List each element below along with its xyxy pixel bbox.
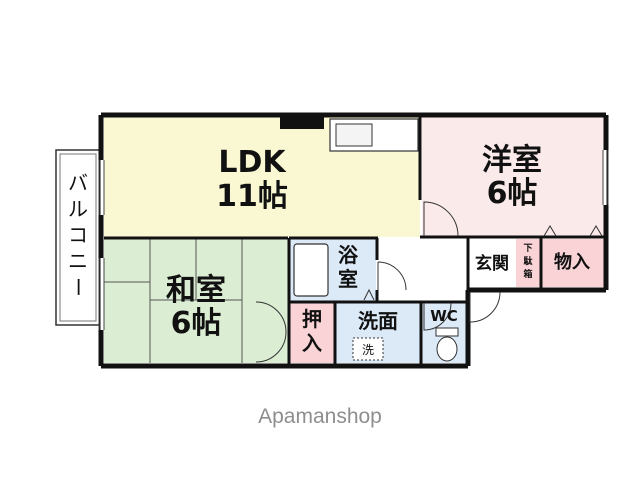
oshiire-label-2: 入 <box>302 331 322 355</box>
washing-machine-label: 洗 <box>362 343 374 357</box>
bath-label-2: 室 <box>338 267 358 291</box>
balcony-char-4: ニ <box>68 249 88 273</box>
bathtub <box>293 243 329 297</box>
balcony <box>55 149 101 326</box>
windows <box>100 150 607 330</box>
western-size: 6帖 <box>487 176 538 211</box>
storage-name: 物入 <box>554 251 590 273</box>
door-swings <box>255 201 603 363</box>
balcony-label: バ ル コ ニ ー <box>66 171 90 297</box>
entrance-name: 玄関 <box>475 253 509 274</box>
shoebox-label-3: 箱 <box>523 268 532 280</box>
balcony-char-3: コ <box>68 223 88 247</box>
toilet <box>435 327 459 362</box>
oshiire-closet <box>290 303 334 363</box>
balcony-char-1: バ <box>68 171 88 195</box>
shoebox-label-2: 駄 <box>523 255 533 267</box>
western-name: 洋室 <box>482 143 542 178</box>
japanese-size: 6帖 <box>171 306 222 341</box>
range-hood <box>280 117 324 129</box>
japanese-name: 和室 <box>166 273 226 308</box>
kitchen-sink <box>335 123 373 147</box>
ldk-name: LDK <box>218 145 287 180</box>
bath-label-1: 浴 <box>338 243 359 267</box>
ldk-size: 11帖 <box>216 179 288 214</box>
shoebox-label-1: 下 <box>523 243 532 254</box>
balcony-char-5: ー <box>66 277 90 297</box>
balcony-char-2: ル <box>68 197 88 221</box>
shoebox <box>516 239 540 287</box>
washing-machine-space <box>352 337 384 361</box>
storage-closet <box>542 239 604 287</box>
watermark: Apamanshop <box>258 405 382 428</box>
window-frames <box>98 150 609 330</box>
wc-name: WC <box>430 307 458 325</box>
interior-walls <box>104 115 604 366</box>
tatami-lines <box>104 239 243 363</box>
oshiire-label-1: 押 <box>302 307 322 331</box>
washroom-name: 洗面 <box>358 309 398 333</box>
